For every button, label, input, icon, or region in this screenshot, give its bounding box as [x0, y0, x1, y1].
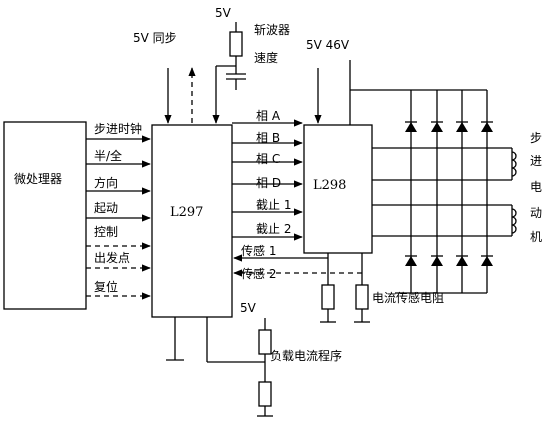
l297-input-lines [86, 135, 151, 300]
label-sense-2: 传感 2 [241, 266, 276, 281]
label-step-clock: 步进时钟 [94, 121, 142, 136]
sense-resistor-1 [321, 284, 335, 310]
label-control: 控制 [94, 225, 118, 239]
winding-1-coil [511, 151, 517, 177]
sense-resistor-2 [355, 284, 369, 310]
motor-label-char-1: 步 [530, 131, 542, 145]
label-reset: 复位 [94, 279, 118, 294]
chopper-speed-label-2: 速度 [254, 50, 278, 65]
motor-label-char-2: 进 [530, 154, 542, 168]
label-phase-b: 相 B [256, 131, 280, 145]
motor-label-char-4: 动 [530, 206, 542, 220]
microprocessor-label: 微处理器 [14, 172, 62, 186]
label-phase-c: 相 C [256, 152, 280, 166]
sync-label: 5V 同步 [133, 31, 177, 45]
l298-supply-label: 5V 46V [306, 38, 350, 52]
motor-label-char-3: 电 [530, 180, 542, 194]
label-phase-d: 相 D [256, 176, 281, 190]
h-bridge-diodes [405, 90, 493, 293]
microprocessor-block [3, 121, 87, 310]
label-half-full: 半/全 [94, 148, 122, 163]
label-inhibit-2: 截止 2 [256, 222, 291, 236]
load-current-label: 负载电流程序 [270, 348, 342, 363]
motor-label-char-5: 机 [530, 230, 542, 244]
chopper-resistor [229, 31, 243, 57]
label-direction: 方向 [94, 175, 118, 190]
chopper-speed-label-1: 斩波器 [254, 23, 290, 37]
l297-label: L297 [170, 205, 203, 220]
l298-output-lines [372, 147, 512, 237]
load-supply-label: 5V [240, 301, 257, 315]
winding-2-coil [511, 208, 517, 234]
chopper-supply-label: 5V [215, 6, 232, 20]
label-sense-1: 传感 1 [241, 243, 276, 258]
sense-resistor-label: 电流传感电阻 [372, 290, 444, 305]
label-inhibit-1: 截止 1 [256, 198, 291, 212]
l298-input-lines [232, 119, 303, 241]
label-phase-a: 相 A [256, 109, 281, 123]
label-enable: 起动 [94, 201, 118, 215]
l298-label: L298 [313, 178, 346, 193]
l298-block [303, 124, 373, 254]
label-home: 出发点 [94, 250, 130, 265]
l297-block [151, 124, 233, 318]
load-resistor-bottom [258, 381, 272, 407]
